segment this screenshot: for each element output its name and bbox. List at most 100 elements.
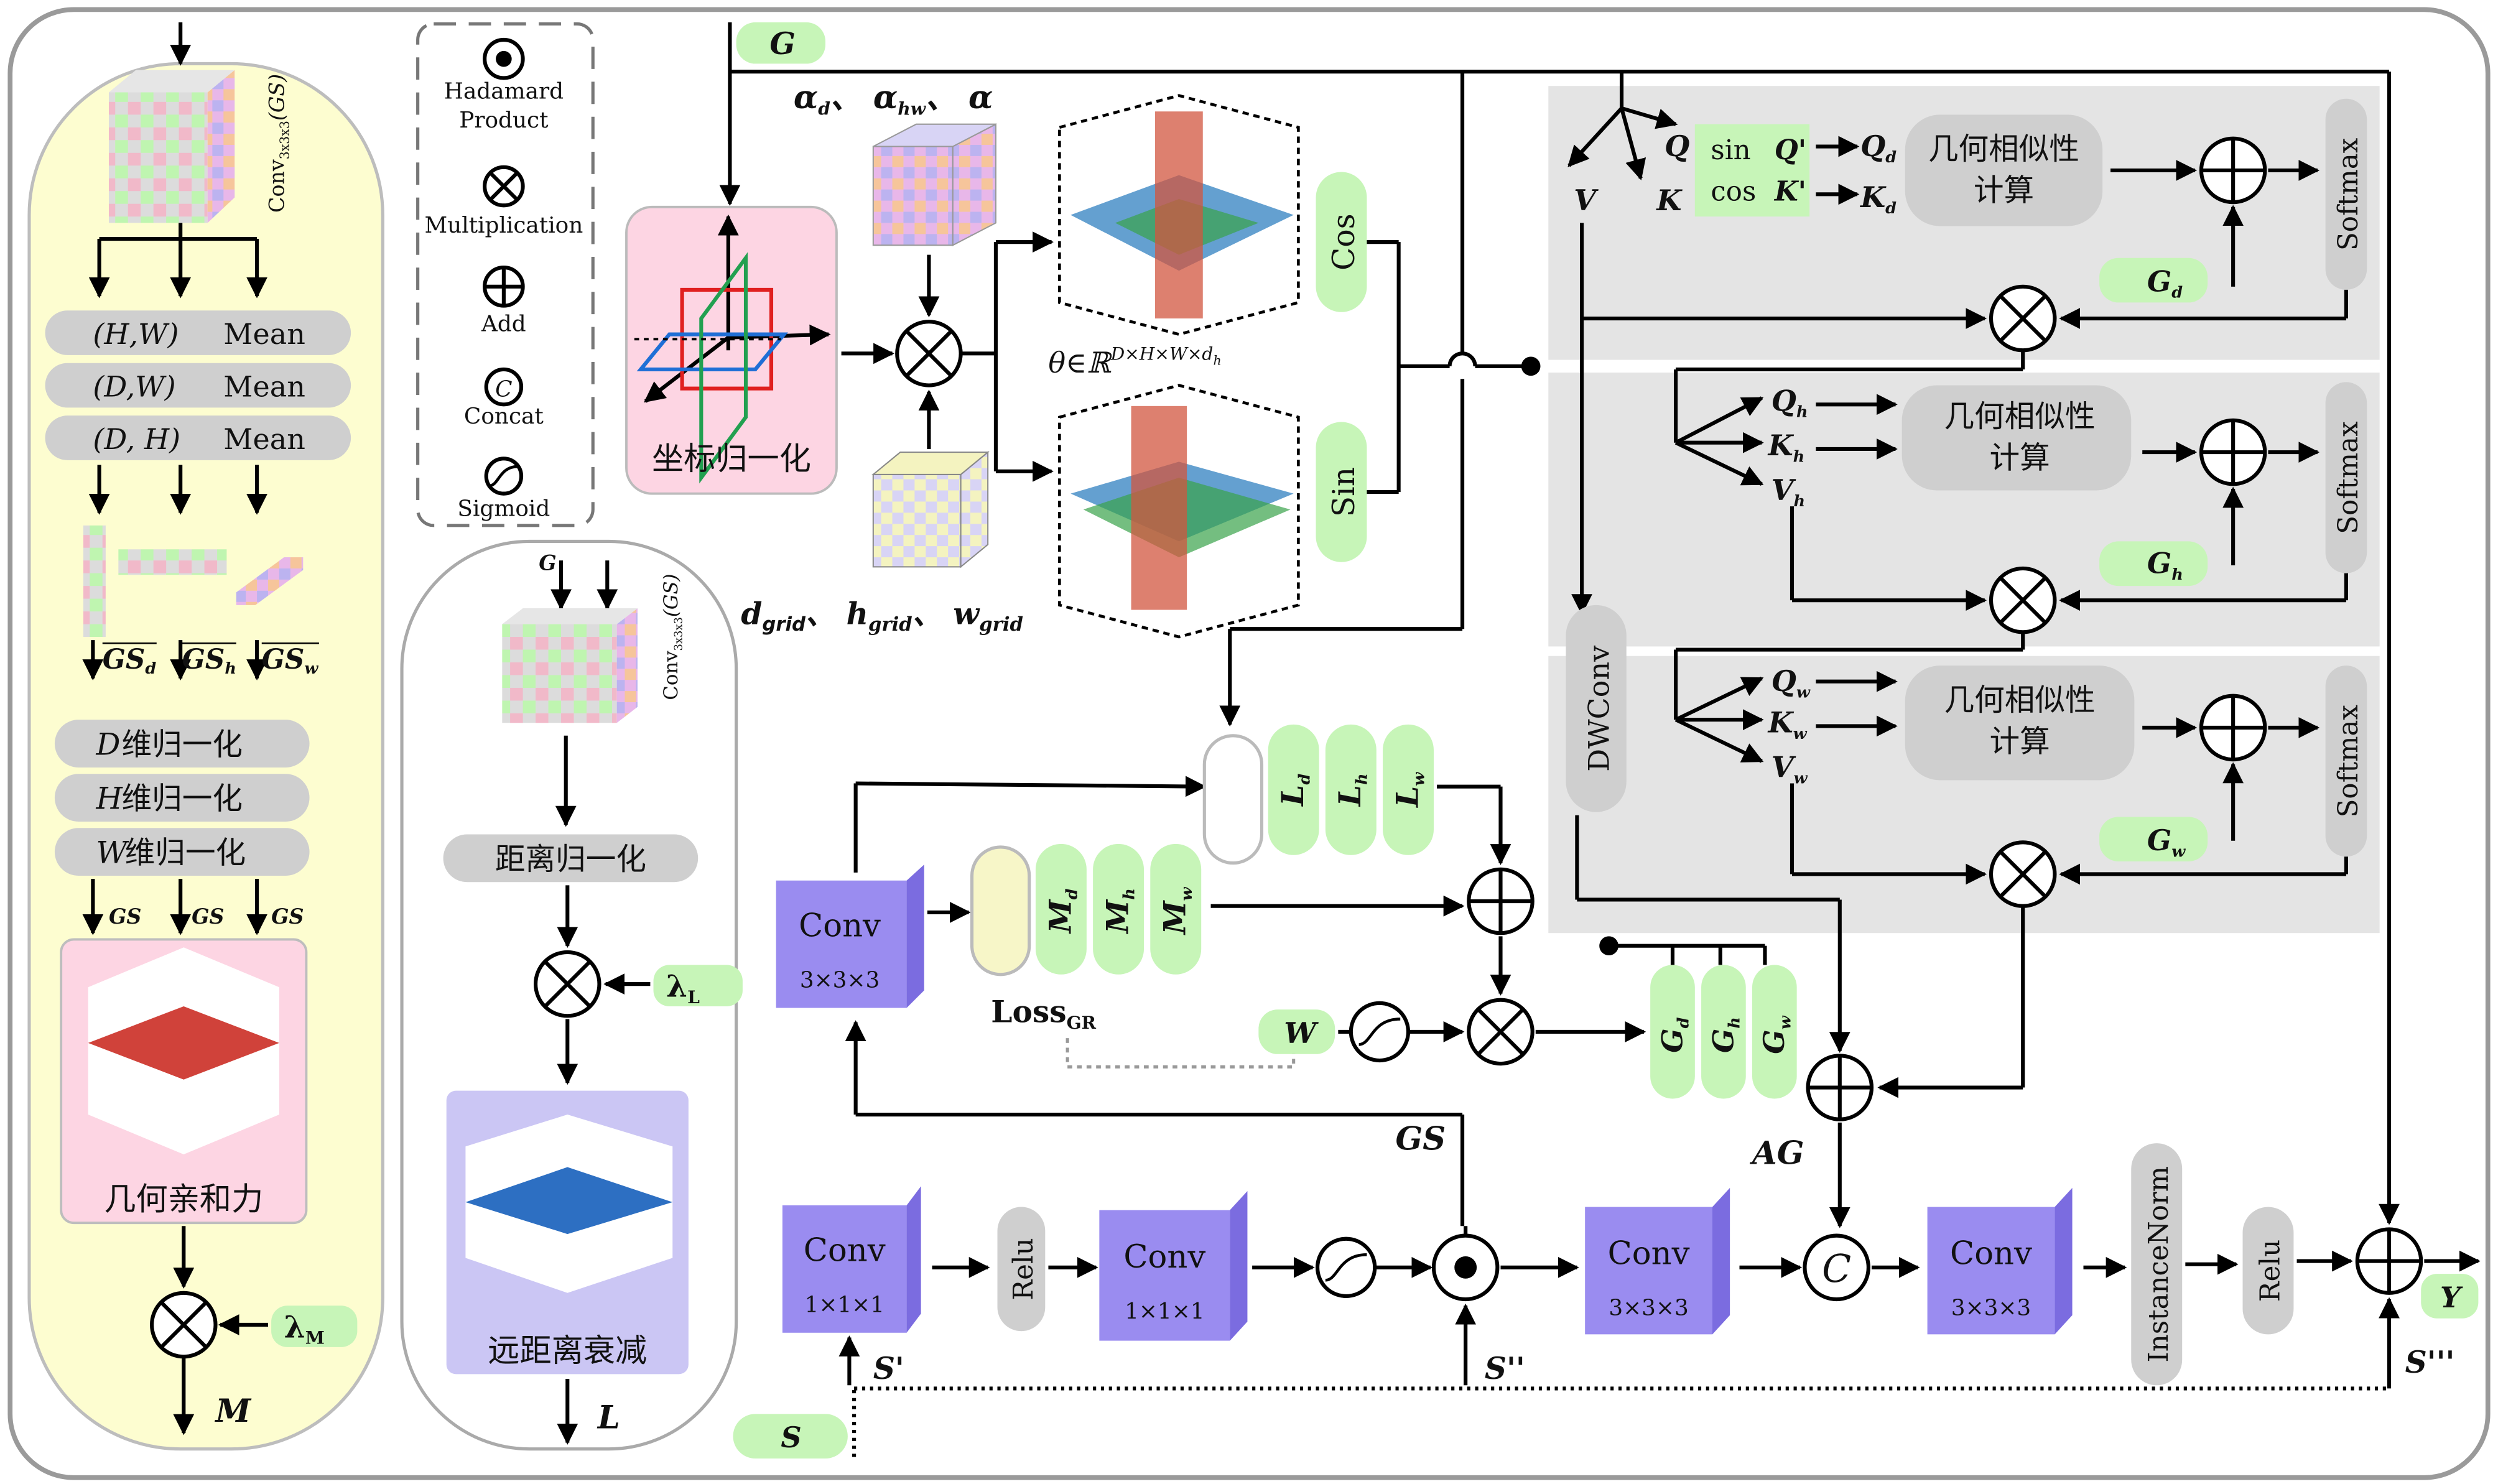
gs-norm-d: GS [109, 904, 141, 929]
softmax-box [2325, 98, 2367, 290]
svg-text:坐标归一化: 坐标归一化 [652, 440, 811, 478]
add-operator [1806, 1054, 1874, 1121]
decay-box: 远距离衰减 [446, 1090, 689, 1375]
concat-icon: C [484, 367, 524, 407]
coordinate-encoding: G 坐标归一化 αd、 αhw、 α [625, 22, 2390, 727]
gs-norm-h: GS [192, 904, 224, 929]
concat-operator: C [1803, 1233, 1870, 1302]
g-d-gate-label: Gd [1655, 1017, 1692, 1052]
svg-text:3×3×3: 3×3×3 [1951, 1296, 2031, 1321]
sin-pill [1316, 422, 1367, 562]
conv-1x1x1-block: Conv 1×1×1 [782, 1186, 921, 1333]
sin-surface-cube [1058, 384, 1300, 639]
legend-label: Hadamard [444, 79, 564, 104]
l-cube-pill [1202, 734, 1264, 865]
g-w-gate-pill [1752, 965, 1797, 1099]
g-h-gate-pill [1701, 965, 1746, 1099]
svg-text:维归一化: 维归一化 [121, 727, 243, 762]
vw-label: Vw [1771, 750, 1808, 787]
l-w-label: Lw [1390, 772, 1428, 809]
add-operator [2199, 418, 2267, 486]
input-g-small: G [539, 551, 556, 575]
qh-label: Qh [1771, 384, 1808, 422]
ag-label: AG [1750, 1134, 1804, 1172]
softmax-box [2325, 665, 2367, 857]
g-d-gate-pill [1650, 965, 1695, 1099]
multiply-operator [895, 320, 963, 387]
w-label: W [1284, 1016, 1319, 1050]
multiply-operator [1467, 998, 1535, 1066]
legend-label: Multiplication [424, 213, 583, 238]
similarity-label: 计算 [1974, 174, 2034, 208]
s-input-pill [733, 1414, 848, 1459]
s-double-prime-label: S'' [1485, 1351, 1525, 1386]
m-h-pill [1093, 843, 1145, 975]
similarity-label: 几何相似性 [1928, 132, 2079, 167]
svg-text:C: C [1822, 1247, 1851, 1291]
legend-label: Add [481, 311, 526, 336]
distance-decay-panel: G Conv3x3x3(GS) 距离归一化 λL 远距离衰减 L [400, 539, 743, 1451]
softmax-label: Softmax [2333, 421, 2364, 534]
gs-w-label: GSw [262, 644, 319, 678]
g-d-label: Gd [2147, 264, 2183, 302]
similarity-label: 几何相似性 [1944, 683, 2096, 718]
similarity-box [1905, 665, 2135, 781]
svg-text:C: C [495, 376, 512, 402]
m-d-pill [1035, 843, 1087, 975]
similarity-box [1901, 385, 2132, 491]
geometric-affinity-panel: Conv3x3x3(GS) (H,W) Mean (D,W) Mean (D, … [27, 22, 384, 1451]
lambda-l-label: λL [666, 969, 700, 1008]
g-w-pill [2099, 817, 2208, 862]
s-triple-prime-label: S''' [2405, 1345, 2455, 1380]
grid-cube [871, 450, 990, 568]
w-pill [1258, 1009, 1335, 1054]
attention-block: Q K V sin cos Q' K' Qd Kd 几何相似性 计算 Softm… [1548, 72, 2380, 1098]
svg-text:D: D [95, 727, 120, 762]
junction-dot [1521, 356, 1541, 376]
output-m: M [215, 1393, 252, 1430]
svg-text:维归一化: 维归一化 [121, 782, 243, 817]
kh-label: Kh [1767, 429, 1805, 466]
k-prime: K' [1773, 176, 1806, 208]
q-prime: Q' [1775, 134, 1806, 166]
output-l: L [597, 1399, 620, 1436]
relu-box [997, 1207, 1046, 1332]
svg-text:Conv: Conv [1608, 1235, 1690, 1273]
g-h-gate-label: Gh [1706, 1017, 1743, 1053]
legend: Hadamard Product Multiplication Add C Co… [416, 22, 595, 527]
mean-row: (D,W) Mean [45, 363, 351, 408]
kw-label: Kw [1767, 706, 1808, 743]
sin-label: Sin [1327, 467, 1362, 517]
input-g-label: G [769, 26, 796, 62]
multiply-operator [150, 1291, 218, 1359]
conv-3x3x3-block: Conv 3×3×3 [1927, 1187, 2073, 1335]
legend-label: Concat [464, 404, 544, 429]
conv-gs-label-small: Conv3x3x3(GS) [660, 573, 685, 700]
svg-text:维归一化: 维归一化 [125, 836, 246, 871]
m-w-pill [1150, 843, 1202, 975]
grid-labels: dgrid、 hgrid、 wgrid [741, 596, 1023, 636]
svg-text:Mean: Mean [223, 317, 305, 351]
cos-label: Cos [1327, 213, 1362, 270]
l-w-pill [1383, 724, 1434, 855]
g-d-pill [2099, 257, 2208, 303]
m-cube-pill [970, 845, 1031, 976]
main-pipeline: S S' Conv 1×1×1 Relu Conv 1×1×1 S'' [733, 72, 2481, 1459]
multiply-operator [1989, 566, 2057, 634]
gs-h-label: GSh [182, 644, 236, 678]
dwconv-box [1566, 605, 1627, 812]
svg-text:(D, H): (D, H) [93, 422, 180, 456]
s-input-label: S [781, 1421, 801, 1454]
add-operator [2199, 693, 2267, 762]
vh-label: Vh [1771, 473, 1805, 511]
g-h-label: Gh [2147, 547, 2183, 584]
gs-cube [108, 70, 235, 223]
m-h-label: Mh [1100, 888, 1138, 934]
norm-row: H 维归一化 [54, 774, 310, 822]
softmax-label: Softmax [2333, 705, 2364, 818]
g-w-gate-label: Gw [1757, 1015, 1795, 1054]
m-w-label: Mw [1158, 886, 1196, 935]
kd-label: Kd [1859, 180, 1897, 218]
lambda-m-pill [271, 1305, 358, 1347]
